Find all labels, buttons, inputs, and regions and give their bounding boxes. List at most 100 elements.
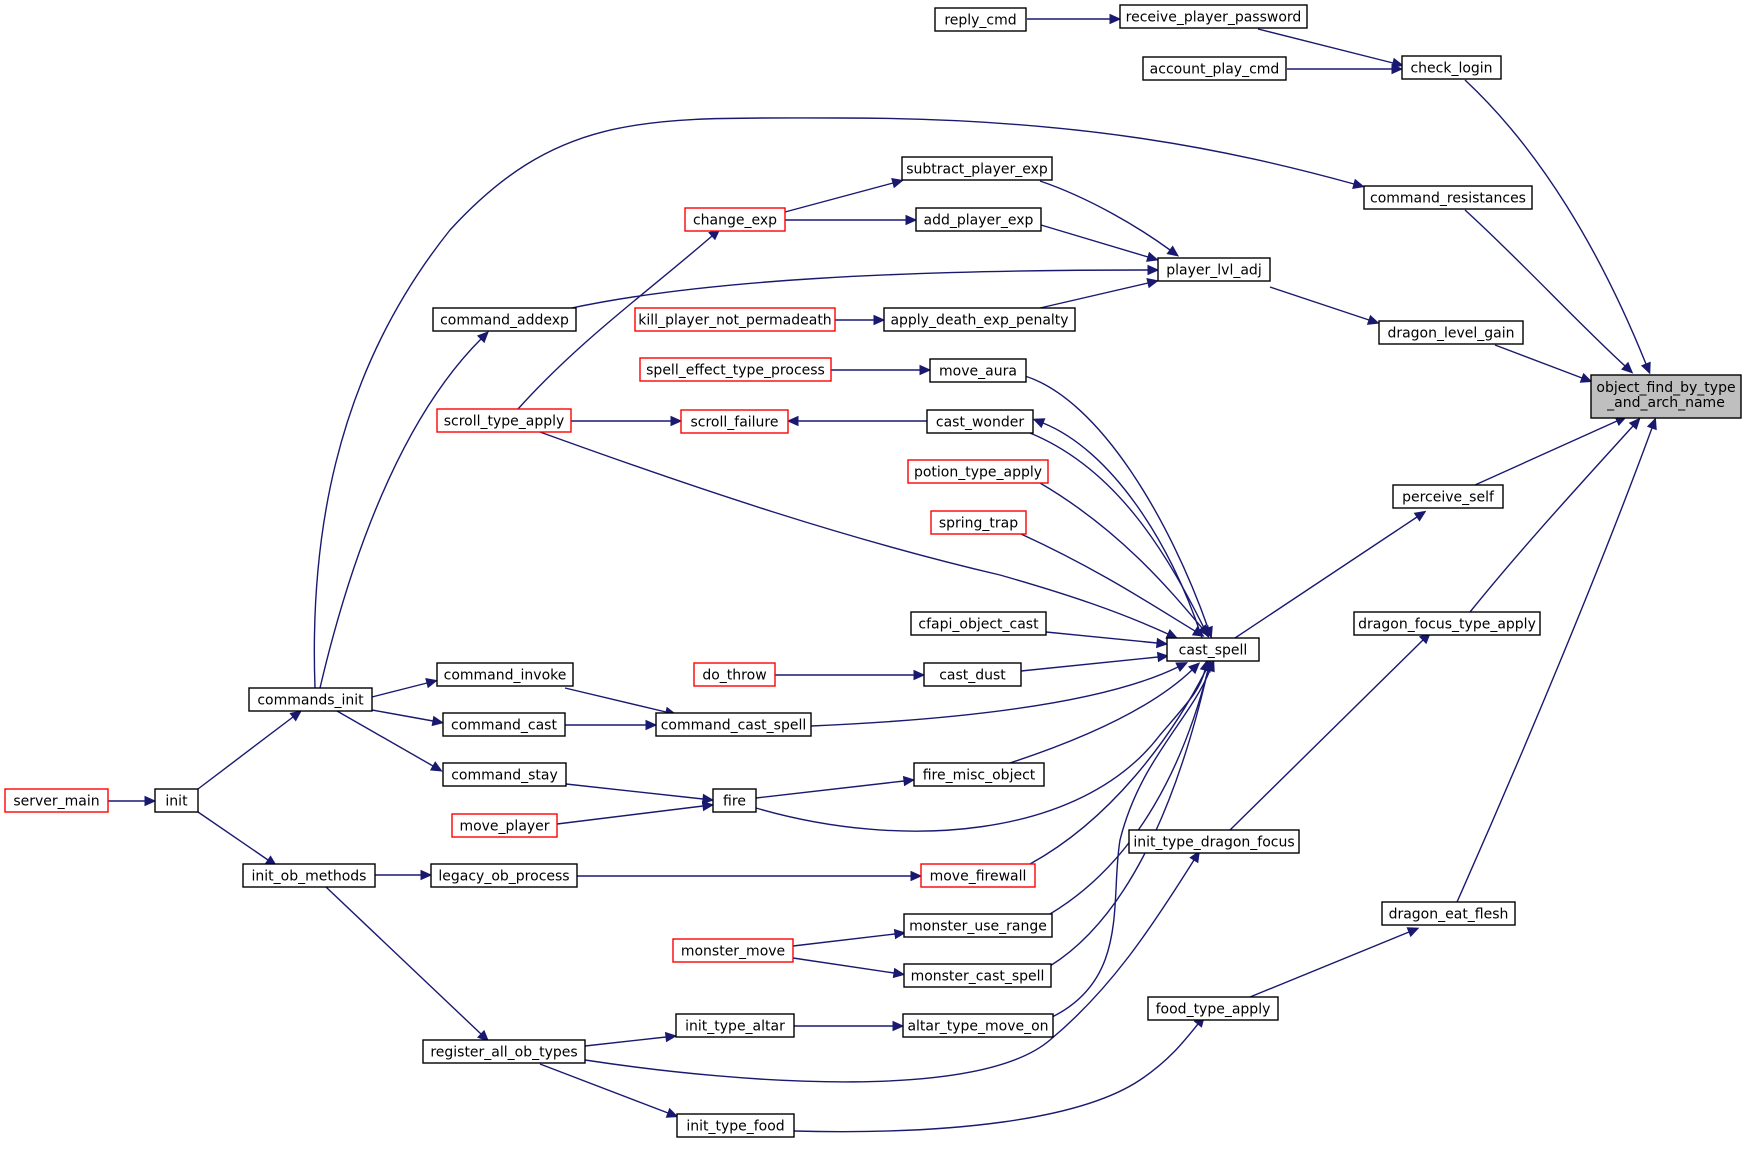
node-init_type_altar[interactable]: init_type_altar [675,1013,795,1038]
node-perceive_self[interactable]: perceive_self [1392,484,1504,509]
nodes-layer: reply_cmd receive_player_password account_… [4,4,1742,1138]
edge-move_player-to-fire [556,800,715,825]
edge-register_all_ob_types-to-init_type_dragon_focus [584,850,1200,1083]
node-dragon_level_gain[interactable]: dragon_level_gain [1378,320,1524,345]
node-label: change_exp [693,213,777,229]
arrowhead-icon [420,869,433,881]
arrowhead-icon [910,870,923,882]
arrowhead-icon [670,415,683,427]
node-move_firewall[interactable]: move_firewall [920,863,1036,888]
node-move_player[interactable]: move_player [451,813,558,838]
node-server_main[interactable]: server_main [4,788,109,813]
node-label: scroll_type_apply [444,414,565,430]
edge-monster_move-to-monster_cast_spell [792,957,906,979]
arrowhead-icon [913,669,926,681]
focus-node-label-line: _and_arch_name [1606,395,1725,411]
node-label: cast_wonder [936,415,1024,431]
node-label: cast_dust [939,668,1006,684]
node-fire[interactable]: fire [712,788,757,813]
node-cfapi_object_cast[interactable]: cfapi_object_cast [910,611,1047,636]
node-move_aura[interactable]: move_aura [929,358,1027,383]
arrowhead-icon [1155,637,1169,649]
arrowhead-icon [1621,361,1634,374]
edge-command_stay-to-fire [565,783,715,805]
node-food_type_apply[interactable]: food_type_apply [1147,996,1279,1021]
arrowhead-icon [1109,13,1122,25]
node-command_addexp[interactable]: command_addexp [432,307,577,332]
arrowhead-icon [902,775,916,787]
edge-init_type_dragon_focus-to-dragon_focus_type_apply [1229,632,1431,831]
node-label: subtract_player_exp [906,162,1048,178]
node-reply_cmd[interactable]: reply_cmd [934,7,1027,32]
node-account_play_cmd[interactable]: account_play_cmd [1142,56,1287,81]
edge-command_cast_spell-to-cast_spell [810,662,1189,727]
node-altar_type_move_on[interactable]: altar_type_move_on [902,1013,1054,1038]
node-cast_spell[interactable]: cast_spell [1166,637,1260,662]
node-label: move_player [459,819,549,835]
node-potion_type_apply[interactable]: potion_type_apply [907,459,1049,484]
node-label: move_firewall [930,869,1027,885]
node-receive_player_password[interactable]: receive_player_password [1119,4,1308,29]
node-player_lvl_adj[interactable]: player_lvl_adj [1157,257,1271,282]
edge-register_all_ob_types-to-init_type_altar [584,1031,678,1047]
node-label: account_play_cmd [1150,62,1280,78]
node-label: init [165,794,188,810]
edge-do_throw-to-cast_dust [775,669,926,681]
node-init_type_dragon_focus[interactable]: init_type_dragon_focus [1128,829,1300,854]
node-cast_dust[interactable]: cast_dust [923,662,1022,687]
node-label: server_main [13,794,99,810]
arrowhead-icon [1413,510,1427,522]
edge-scroll_type_apply-to-scroll_failure [571,415,683,427]
arrowhead-icon [1191,626,1205,637]
node-scroll_type_apply[interactable]: scroll_type_apply [436,408,572,433]
node-spring_trap[interactable]: spring_trap [930,510,1027,535]
node-change_exp[interactable]: change_exp [684,207,786,232]
node-scroll_failure[interactable]: scroll_failure [680,409,789,434]
node-fire_misc_object[interactable]: fire_misc_object [913,762,1045,787]
node-add_player_exp[interactable]: add_player_exp [915,207,1042,232]
node-label: potion_type_apply [914,465,1042,481]
node-legacy_ob_process[interactable]: legacy_ob_process [430,863,578,888]
node-label: apply_death_exp_penalty [890,313,1068,329]
node-command_stay[interactable]: command_stay [442,762,567,787]
node-register_all_ob_types[interactable]: register_all_ob_types [422,1039,586,1064]
node-monster_use_range[interactable]: monster_use_range [903,913,1053,938]
arrowhead-icon [701,793,715,805]
node-command_invoke[interactable]: command_invoke [436,662,574,687]
node-monster_move[interactable]: monster_move [672,938,794,963]
node-init_type_food[interactable]: init_type_food [676,1113,795,1138]
node-command_cast_spell[interactable]: command_cast_spell [655,712,812,737]
node-subtract_player_exp[interactable]: subtract_player_exp [901,156,1053,181]
node-label: fire [723,794,746,810]
edge-command_resistances-to-object_find_by_type_and_arch_name [1464,209,1634,374]
arrowhead-icon [665,1107,679,1118]
node-label: register_all_ob_types [430,1045,577,1061]
edge-command_invoke-to-command_cast_spell [564,687,677,718]
node-check_login[interactable]: check_login [1401,55,1502,80]
arrowhead-icon [905,214,918,226]
node-label: monster_cast_spell [911,969,1045,985]
node-spell_effect_type_process[interactable]: spell_effect_type_process [639,357,832,382]
node-do_throw[interactable]: do_throw [693,662,776,687]
node-init[interactable]: init [154,788,199,813]
node-apply_death_exp_penalty[interactable]: apply_death_exp_penalty [883,307,1076,332]
edge-spell_effect_type_process-to-move_aura [831,364,932,376]
node-cast_wonder[interactable]: cast_wonder [926,409,1034,434]
node-commands_init[interactable]: commands_init [248,687,373,712]
node-command_resistances[interactable]: command_resistances [1363,185,1533,210]
node-monster_cast_spell[interactable]: monster_cast_spell [903,963,1052,988]
arrowhead-icon [1166,245,1180,257]
node-dragon_focus_type_apply[interactable]: dragon_focus_type_apply [1353,611,1541,636]
arrowhead-icon [892,967,906,979]
arrowhead-icon [892,1020,905,1032]
node-label: reply_cmd [944,13,1016,29]
node-kill_player_not_permadeath[interactable]: kill_player_not_permadeath [634,307,836,332]
arrowhead-icon [873,314,886,326]
node-label: add_player_exp [924,213,1034,229]
node-label: cfapi_object_cast [918,617,1039,633]
node-dragon_eat_flesh[interactable]: dragon_eat_flesh [1381,901,1516,926]
edge-register_all_ob_types-to-init_type_food [539,1063,679,1118]
node-init_ob_methods[interactable]: init_ob_methods [242,863,376,888]
node-object_find_by_type_and_arch_name[interactable]: object_find_by_type_and_arch_name [1590,374,1742,419]
node-command_cast[interactable]: command_cast [442,712,566,737]
